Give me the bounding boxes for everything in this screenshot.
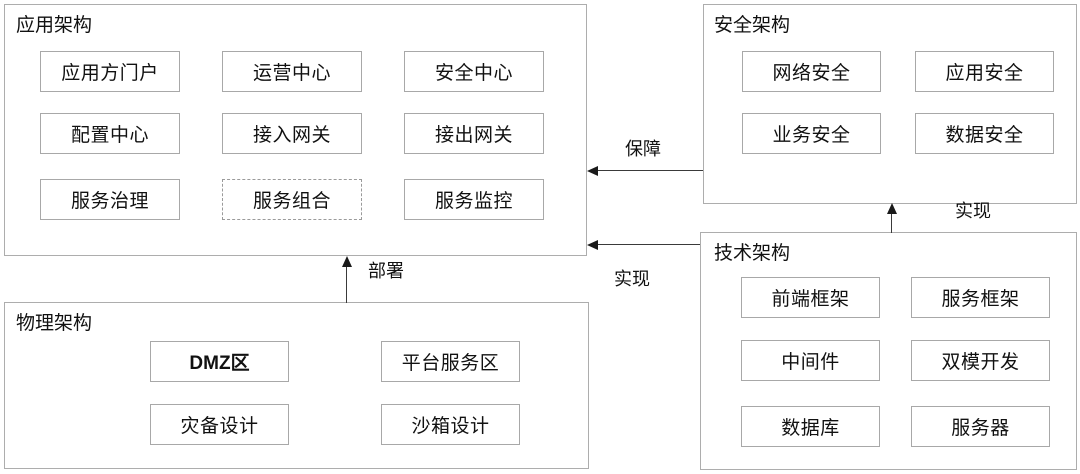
- node-app-portal[interactable]: 应用方门户: [40, 51, 180, 92]
- node-platform-service-zone[interactable]: 平台服务区: [381, 341, 520, 382]
- arrow-head-technology-to-application: [587, 240, 598, 250]
- node-config-center[interactable]: 配置中心: [40, 113, 180, 154]
- node-service-monitoring[interactable]: 服务监控: [404, 179, 544, 220]
- edge-line-physical-to-application: [346, 267, 347, 303]
- panel-title-application-architecture: 应用架构: [16, 15, 93, 36]
- edge-label-security-to-application: 保障: [625, 139, 661, 159]
- node-business-security[interactable]: 业务安全: [742, 113, 881, 154]
- node-data-security[interactable]: 数据安全: [915, 113, 1054, 154]
- node-frontend-framework[interactable]: 前端框架: [741, 277, 880, 318]
- edge-line-technology-to-application: [598, 244, 700, 245]
- edge-label-technology-to-security: 实现: [955, 201, 991, 221]
- edge-label-physical-to-application: 部署: [368, 261, 404, 281]
- node-service-composition[interactable]: 服务组合: [222, 179, 362, 220]
- node-sandbox-design[interactable]: 沙箱设计: [381, 404, 520, 445]
- arrow-head-security-to-application: [587, 166, 598, 176]
- arrow-head-physical-to-application: [342, 256, 352, 267]
- node-operation-center[interactable]: 运营中心: [222, 51, 362, 92]
- node-server[interactable]: 服务器: [911, 406, 1050, 447]
- node-middleware[interactable]: 中间件: [741, 340, 880, 381]
- node-network-security[interactable]: 网络安全: [742, 51, 881, 92]
- edge-line-security-to-application: [598, 170, 703, 171]
- arrow-head-technology-to-security: [887, 203, 897, 214]
- node-application-security[interactable]: 应用安全: [915, 51, 1054, 92]
- node-service-framework[interactable]: 服务框架: [911, 277, 1050, 318]
- panel-security-architecture: [703, 4, 1077, 204]
- panel-title-physical-architecture: 物理架构: [16, 313, 93, 334]
- panel-title-technology-architecture: 技术架构: [714, 243, 791, 264]
- node-bimodal-development[interactable]: 双模开发: [911, 340, 1050, 381]
- panel-title-security-architecture: 安全架构: [714, 15, 791, 36]
- edge-line-technology-to-security: [891, 214, 892, 233]
- node-database[interactable]: 数据库: [741, 406, 880, 447]
- node-security-center[interactable]: 安全中心: [404, 51, 544, 92]
- node-ingress-gateway[interactable]: 接入网关: [222, 113, 362, 154]
- node-service-governance[interactable]: 服务治理: [40, 179, 180, 220]
- node-disaster-recovery-design[interactable]: 灾备设计: [150, 404, 289, 445]
- edge-label-technology-to-application: 实现: [614, 269, 650, 289]
- node-dmz-zone[interactable]: DMZ区: [150, 341, 289, 382]
- node-egress-gateway[interactable]: 接出网关: [404, 113, 544, 154]
